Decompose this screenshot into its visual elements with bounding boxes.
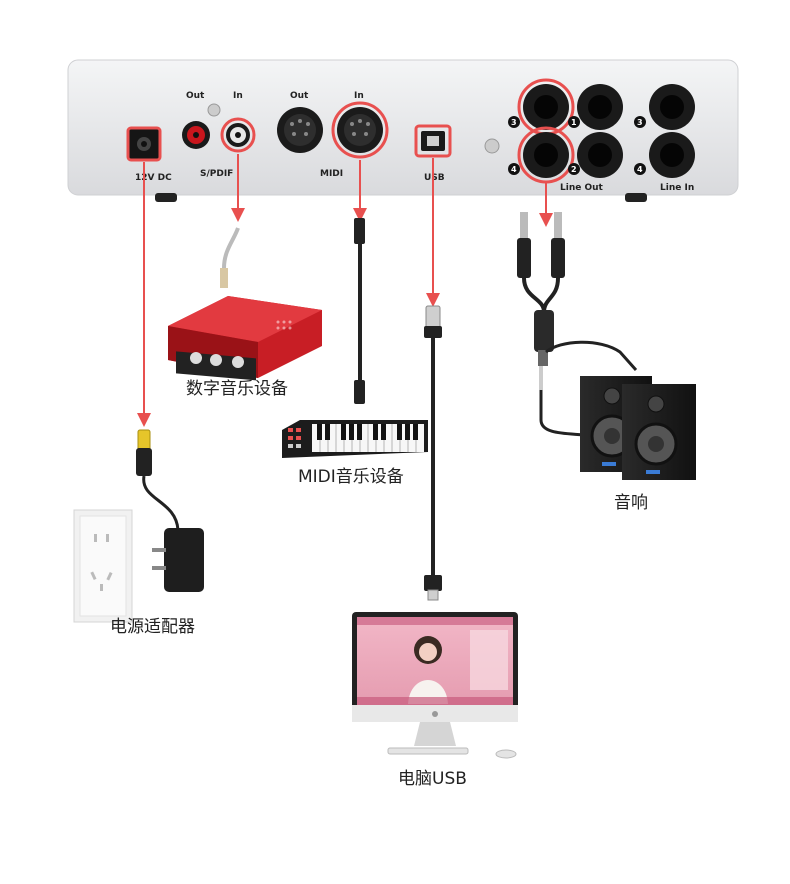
line-out-jack-1[interactable] bbox=[577, 84, 623, 130]
dc-label: 12V DC bbox=[135, 173, 172, 183]
midi-label: MIDI bbox=[320, 169, 343, 179]
midi-in-label: In bbox=[354, 91, 364, 101]
line-out-port-number: 4 bbox=[511, 165, 517, 174]
line-out-jack-4[interactable] bbox=[517, 126, 575, 184]
line-out-jack-2[interactable] bbox=[577, 132, 623, 178]
midi-keyboard bbox=[282, 218, 428, 458]
line-in-port-number: 4 bbox=[637, 165, 643, 174]
power-adapter-label: 电源适配器 bbox=[110, 617, 195, 637]
midi-out-port[interactable] bbox=[277, 107, 323, 153]
spdif-out-label: Out bbox=[186, 91, 205, 101]
line-in-jack-4[interactable] bbox=[649, 132, 695, 178]
line-in-port-number: 3 bbox=[637, 118, 643, 127]
wall-outlet bbox=[73, 509, 133, 623]
mouse-icon bbox=[495, 749, 517, 759]
usb-b-port[interactable] bbox=[414, 124, 452, 158]
spdif-in-port[interactable] bbox=[220, 117, 256, 153]
line-out-port-number: 1 bbox=[571, 118, 577, 127]
keyboard-icon bbox=[387, 747, 469, 755]
apple-logo-icon bbox=[432, 711, 438, 717]
power-adapter bbox=[136, 429, 204, 592]
digital-device-label: 数字音乐设备 bbox=[186, 379, 288, 399]
computer-label: 电脑USB bbox=[398, 769, 467, 789]
midi-device-label: MIDI音乐设备 bbox=[298, 467, 404, 487]
speakers-label: 音响 bbox=[614, 493, 648, 513]
line-out-port-number: 2 bbox=[571, 165, 577, 174]
studio-speaker-right bbox=[622, 384, 696, 480]
keyboard-pads bbox=[288, 428, 301, 448]
line-in-jack-3[interactable] bbox=[649, 84, 695, 130]
interface-rear-panel: 12V DC Out In S/PDIF Out In bbox=[67, 59, 739, 202]
ground-screw-icon bbox=[484, 138, 500, 154]
line-out-label: Line Out bbox=[560, 183, 604, 193]
spdif-label: S/PDIF bbox=[200, 169, 233, 179]
ground-screw-icon bbox=[207, 103, 221, 117]
line-out-port-number: 3 bbox=[511, 118, 517, 127]
computer-monitor bbox=[352, 612, 518, 759]
usb-cable bbox=[424, 305, 442, 601]
line-out-jack-3[interactable] bbox=[517, 78, 575, 136]
line-in-label: Line In bbox=[660, 183, 694, 193]
midi-out-label: Out bbox=[290, 91, 309, 101]
spdif-out-port[interactable] bbox=[182, 121, 210, 149]
spdif-in-label: In bbox=[233, 91, 243, 101]
dc-power-jack[interactable] bbox=[126, 126, 162, 162]
usb-label: USB bbox=[424, 173, 445, 183]
midi-in-port[interactable] bbox=[331, 101, 389, 159]
stereo-splitter-cable bbox=[517, 212, 638, 442]
digital-audio-device bbox=[168, 227, 322, 381]
connection-arrows bbox=[137, 154, 553, 427]
